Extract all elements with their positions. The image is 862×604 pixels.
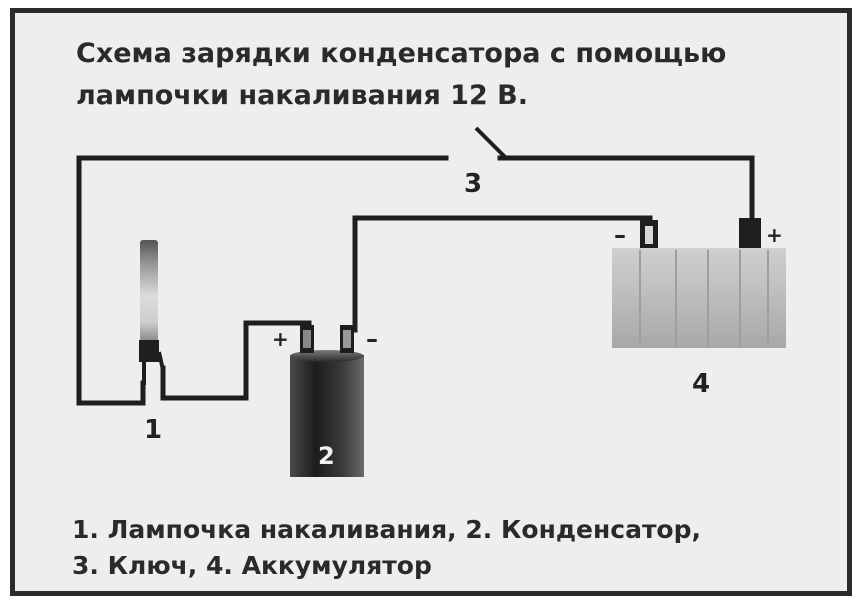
switch-key: 3 [444,126,508,199]
battery-plus-sign: + [766,223,783,247]
switch-blade [474,126,508,160]
diagram-title-line-2: лампочки накаливания 12 В. [76,80,528,111]
battery-body [612,248,786,348]
battery-number-label: 4 [692,369,710,399]
legend-line-2: 3. Ключ, 4. Аккумулятор [72,551,432,580]
switch-contact-left [444,156,448,160]
lamp-base [139,340,159,362]
wire-switch-to-lamp [76,155,449,406]
wire-capacitor-to-battery [348,215,653,333]
capacitor-body [290,355,364,477]
battery-minus-sign: – [614,221,626,249]
lamp-bulb [140,240,158,342]
battery-plus-terminal [739,218,761,248]
capacitor-plus-sign: + [272,327,289,351]
capacitor-plus-terminal-inner [303,330,311,348]
battery: – + 4 [612,218,786,399]
switch-number-label: 3 [464,169,482,199]
capacitor-minus-sign: – [366,325,378,353]
battery-minus-terminal-inner [645,226,653,244]
capacitor-number-label: 2 [318,442,335,470]
incandescent-lamp: 1 [139,240,165,445]
capacitor: + – 2 [272,325,378,477]
wire-switch-to-battery [497,155,755,225]
legend-line-1: 1. Лампочка накаливания, 2. Конденсатор, [72,515,701,544]
lamp-lead-right [157,351,165,371]
diagram-title-line-1: Схема зарядки конденсатора с помощью [76,38,726,69]
lamp-number-label: 1 [144,415,162,445]
capacitor-minus-terminal-inner [343,330,351,348]
